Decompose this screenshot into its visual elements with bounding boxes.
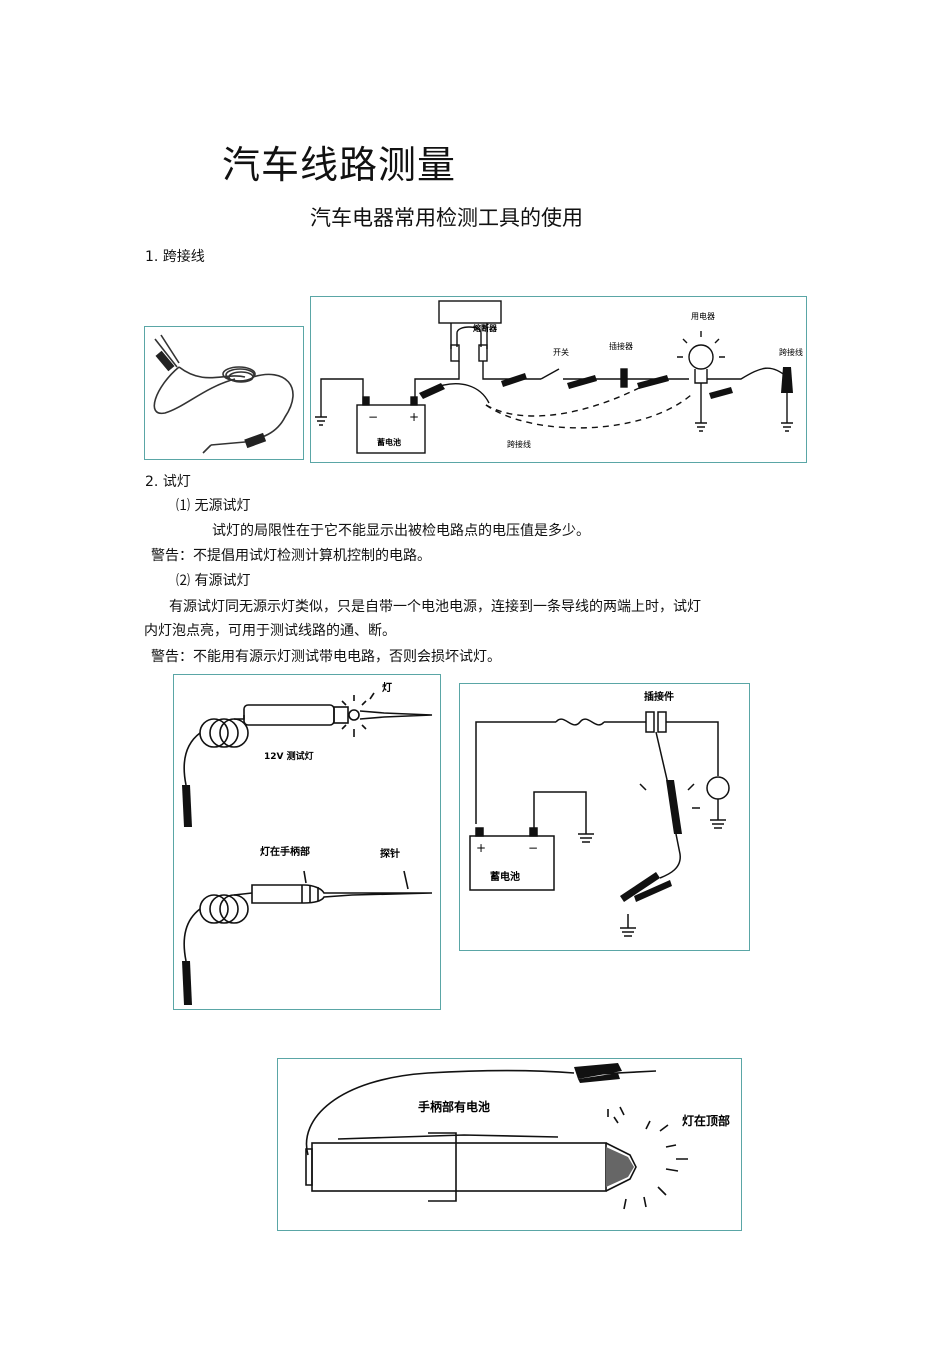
- label-12v-test-lamp: 12V 测试灯: [264, 750, 314, 762]
- jumper-wire-photo: [144, 326, 304, 460]
- document-subtitle: 汽车电器常用检测工具的使用: [310, 206, 583, 230]
- label-lamp-on-top: 灯在顶部: [682, 1113, 730, 1128]
- passive-lamp-text: 试灯的局限性在于它不能显示出被检电路点的电压值是多少。: [212, 523, 590, 539]
- label-battery: 蓄电池: [377, 437, 401, 447]
- label-probe: 探针: [380, 847, 400, 860]
- label-battery-in-handle: 手柄部有电池: [418, 1099, 490, 1114]
- label-battery-fig3: 蓄电池: [490, 870, 520, 883]
- active-lamp-heading: ⑵ 有源试灯: [176, 573, 251, 589]
- active-lamp-circuit-figure: + − 插接件 蓄电池: [459, 683, 750, 951]
- label-load: 用电器: [691, 311, 715, 321]
- label-jumper-bottom: 跨接线: [507, 439, 531, 449]
- label-connector: 插接器: [609, 341, 633, 351]
- label-fuse: 熔断器: [473, 323, 498, 333]
- passive-lamp-warning: 警告：不提倡用试灯检测计算机控制的电路。: [151, 548, 431, 564]
- battery-minus: −: [368, 410, 378, 424]
- label-handle-lamp: 灯在手柄部: [260, 845, 310, 858]
- section-jumper-heading: 1. 跨接线: [145, 249, 205, 265]
- battery-minus-sign: −: [528, 841, 538, 855]
- document-title: 汽车线路测量: [222, 143, 457, 187]
- label-switch: 开关: [553, 347, 569, 357]
- label-lamp: 灯: [382, 681, 392, 694]
- passive-test-lamp-figure: 灯 12V 测试灯 灯在手柄部 探针: [173, 674, 441, 1010]
- active-lamp-text-line2: 内灯泡点亮，可用于测试线路的通、断。: [144, 623, 396, 639]
- passive-lamp-heading: ⑴ 无源试灯: [176, 498, 251, 514]
- active-lamp-warning: 警告：不能用有源示灯测试带电电路，否则会损坏试灯。: [151, 649, 501, 665]
- battery-plus: +: [409, 410, 419, 424]
- self-powered-test-lamp-figure: 手柄部有电池 灯在顶部: [277, 1058, 742, 1231]
- label-jumper-right: 跨接线: [779, 347, 803, 357]
- label-connector-part: 插接件: [644, 690, 674, 703]
- section-test-lamp-heading: 2. 试灯: [145, 474, 191, 490]
- battery-plus-sign: +: [476, 841, 486, 855]
- jumper-circuit-diagram: − + 熔断器 开关 插接器 用电器 跨接线 蓄电池 跨接线: [310, 296, 807, 463]
- active-lamp-text-line1: 有源试灯同无源示灯类似，只是自带一个电池电源，连接到一条导线的两端上时，试灯: [169, 599, 701, 615]
